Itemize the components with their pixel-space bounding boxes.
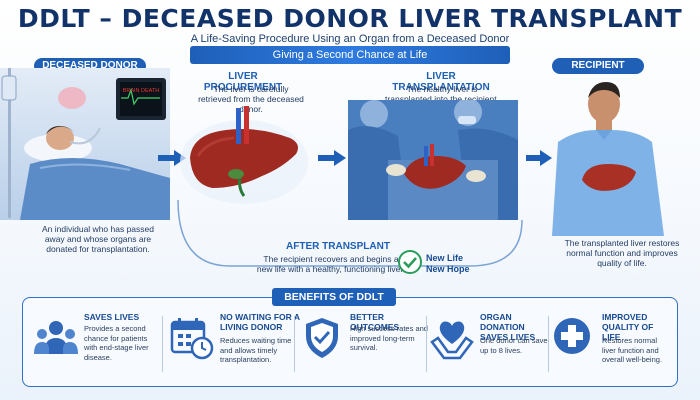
- benefit-better-outcomes: BETTER OUTCOMES High success rates and i…: [300, 312, 428, 378]
- page-subtitle: A Life-Saving Procedure Using an Organ f…: [190, 33, 510, 45]
- surgery-illustration: [348, 100, 518, 220]
- arrow-right-icon: [526, 150, 552, 166]
- benefit-title: IMPROVED QUALITY OF LIFE: [602, 312, 654, 342]
- heart-hands-icon: [430, 321, 474, 360]
- check-circle-icon: [398, 250, 422, 274]
- recipient-description: The transplanted liver restores normal f…: [564, 238, 680, 268]
- benefit-no-waiting: NO WAITING FOR A LIVING DONOR Reduces wa…: [170, 312, 300, 378]
- medical-cross-icon: [554, 318, 590, 354]
- page-title: DDLT – DECEASED DONOR LIVER TRANSPLANT: [17, 4, 683, 33]
- badge-line-1: New Life: [426, 253, 464, 263]
- divider: [162, 316, 163, 372]
- people-icon: [34, 321, 78, 354]
- badge-line-2: New Hope: [426, 264, 470, 274]
- benefit-description: One donor can save up to 8 lives.: [480, 336, 548, 355]
- benefit-title: NO WAITING FOR A LIVING DONOR: [220, 312, 300, 332]
- shield-check-icon: [306, 318, 338, 358]
- recipient-label: RECIPIENT: [552, 58, 644, 74]
- after-title: AFTER TRANSPLANT: [286, 241, 390, 252]
- return-connector: [177, 200, 523, 267]
- benefit-description: High success rates and improved long-ter…: [350, 324, 428, 352]
- benefit-quality-of-life: IMPROVED QUALITY OF LIFE Restores normal…: [552, 312, 672, 378]
- monitor-text: BRAIN DEATH: [123, 88, 160, 94]
- benefit-title: SAVES LIVES: [84, 312, 140, 322]
- benefit-title: ORGAN DONATION SAVES LIVES: [480, 312, 536, 342]
- procurement-title: LIVER PROCUREMENT: [203, 71, 283, 93]
- donor-illustration: BRAIN DEATH: [0, 68, 170, 220]
- liver-illustration: [178, 106, 310, 206]
- new-life-badge: New Life New Hope: [426, 253, 470, 275]
- benefit-description: Provides a second chance for patients wi…: [84, 324, 149, 362]
- arrow-right-icon: [318, 150, 346, 166]
- arrow-right-icon: [158, 150, 186, 166]
- calendar-clock-icon: [170, 318, 214, 360]
- procurement-description: The liver is carefully retrieved from th…: [198, 84, 304, 114]
- divider: [548, 316, 549, 372]
- after-description: The recipient recovers and begins a new …: [256, 254, 406, 274]
- tagline-ribbon: Giving a Second Chance at Life: [190, 46, 510, 64]
- benefit-title: BETTER OUTCOMES: [350, 312, 400, 332]
- benefit-saves-lives: SAVES LIVES Provides a second chance for…: [34, 312, 160, 378]
- transplantation-description: The healthy liver is transplanted into t…: [385, 84, 499, 104]
- benefits-header: BENEFITS OF DDLT: [272, 288, 396, 306]
- recipient-illustration: [552, 76, 692, 236]
- divider: [294, 316, 295, 372]
- transplantation-title: LIVER TRANSPLANTATION: [392, 71, 490, 93]
- divider: [426, 316, 427, 372]
- benefit-description: Reduces waiting time and allows timely t…: [220, 336, 292, 364]
- benefit-organ-donation: ORGAN DONATION SAVES LIVES One donor can…: [430, 312, 550, 378]
- donor-description: An individual who has passed away and wh…: [42, 224, 154, 254]
- benefit-description: Restores normal liver function and overa…: [602, 336, 663, 364]
